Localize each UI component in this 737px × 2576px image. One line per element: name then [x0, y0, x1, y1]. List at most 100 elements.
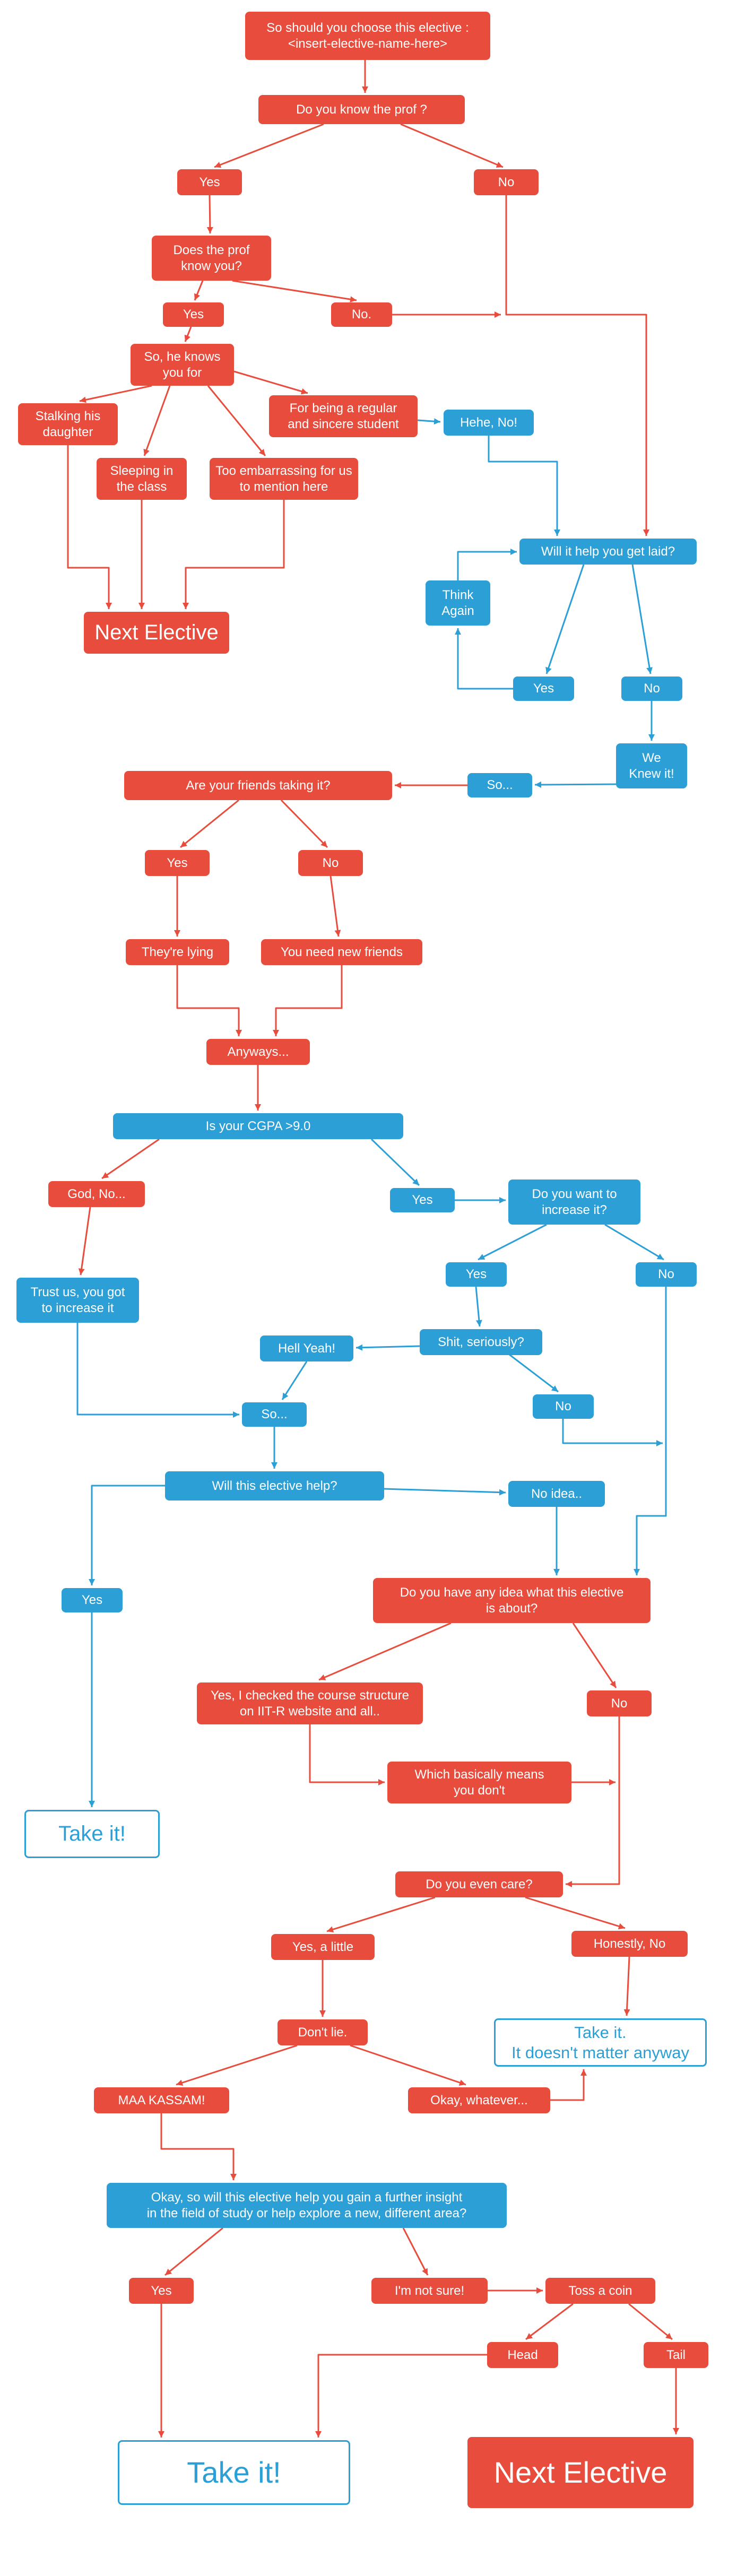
node-yes-knows: Yes — [163, 302, 224, 327]
edge-get-laid-to-no-laid — [631, 564, 653, 674]
node-yes-laid: Yes — [513, 676, 574, 701]
edge-yes-knows-to-knows-you-for — [184, 326, 192, 342]
node-yes-help: Yes — [62, 1588, 123, 1612]
edge-checked-to-basically — [309, 1724, 385, 1785]
edge-maa-kassam-to-insight — [160, 2113, 237, 2180]
node-trust-us: Trust us, you got to increase it — [16, 1278, 139, 1323]
node-basically: Which basically means you don't — [387, 1762, 571, 1803]
node-no-increase: No — [636, 1262, 697, 1287]
node-regular: For being a regular and sincere student — [269, 395, 418, 437]
node-sleeping: Sleeping in the class — [97, 458, 187, 500]
edge-hell-yeah-to-so-2 — [281, 1361, 308, 1400]
node-honestly-no: Honestly, No — [571, 1931, 688, 1957]
node-embarrassing: Too embarrassing for us to mention here — [210, 458, 358, 500]
edge-prof-know-you-to-no-knows — [232, 280, 357, 303]
edge-okay-whatever-to-take-it-2 — [550, 2069, 587, 2101]
edge-know-prof-to-yes-prof — [214, 123, 324, 168]
node-knows-you-for: So, he knows you for — [131, 344, 234, 386]
node-increase-it: Do you want to increase it? — [508, 1179, 640, 1225]
node-hehe-no: Hehe, No! — [444, 410, 534, 436]
edge-yes-laid-to-think-again — [455, 628, 513, 690]
node-yes-prof: Yes — [177, 169, 242, 195]
edge-any-idea-to-checked — [318, 1622, 452, 1681]
node-no-idea-red: No — [587, 1690, 652, 1716]
edge-think-again-to-get-laid — [457, 549, 517, 580]
node-take-it-2: Take it. It doesn't matter anyway — [494, 2018, 707, 2067]
node-no-friends: No — [298, 850, 363, 876]
node-new-friends: You need new friends — [261, 939, 422, 965]
edge-new-friends-to-anyways — [273, 965, 343, 1036]
node-elective-help: Will this elective help? — [165, 1471, 384, 1501]
edge-increase-it-to-yes-increase — [478, 1224, 547, 1261]
edge-knows-you-for-to-embarrassing — [207, 385, 266, 456]
node-no-seriously: No — [533, 1394, 594, 1419]
node-cgpa: Is your CGPA >9.0 — [113, 1113, 403, 1139]
edge-embarrassing-to-next-elective-1 — [183, 500, 285, 609]
edge-knows-you-for-to-stalking — [79, 385, 152, 403]
node-get-laid: Will it help you get laid? — [519, 539, 697, 565]
edge-toss-coin-to-head — [525, 2303, 574, 2340]
node-checked: Yes, I checked the course structure on I… — [197, 1682, 423, 1724]
node-hell-yeah: Hell Yeah! — [260, 1335, 353, 1361]
edge-dont-lie-to-maa-kassam — [176, 2044, 298, 2086]
node-think-again: Think Again — [426, 580, 490, 626]
edge-friends-taking-to-yes-friends — [180, 799, 239, 848]
node-prof-know-you: Does the prof know you? — [152, 236, 271, 281]
edge-cgpa-to-yes-cgpa — [370, 1138, 420, 1186]
node-yes-little: Yes, a little — [271, 1934, 375, 1960]
node-tail: Tail — [644, 2342, 708, 2368]
node-maa-kassam: MAA KASSAM! — [94, 2087, 229, 2113]
edge-insight-to-yes-insight — [164, 2227, 223, 2276]
node-so-1: So... — [467, 773, 532, 797]
node-no-knows: No. — [331, 302, 392, 327]
node-no-prof: No — [474, 169, 539, 195]
node-lying: They're lying — [126, 939, 229, 965]
edge-hehe-no-to-get-laid — [488, 436, 560, 536]
edge-no-idea-red-to-even-care — [566, 1716, 620, 1887]
node-yes-insight: Yes — [129, 2278, 194, 2304]
node-okay-whatever: Okay, whatever... — [408, 2087, 550, 2113]
edge-get-laid-to-yes-laid — [545, 564, 585, 674]
edge-friends-taking-to-no-friends — [280, 799, 328, 848]
edge-stalking-to-next-elective-1 — [67, 445, 112, 609]
edge-god-no-to-trust-us — [78, 1207, 91, 1276]
node-so-2: So... — [242, 1402, 307, 1427]
edge-increase-it-to-no-increase — [604, 1224, 664, 1261]
edge-dont-lie-to-okay-whatever — [350, 2044, 466, 2086]
node-know-prof: Do you know the prof ? — [258, 95, 465, 124]
edge-lying-to-anyways — [176, 965, 242, 1036]
node-no-laid: No — [621, 676, 682, 701]
node-friends-taking: Are your friends taking it? — [124, 771, 392, 800]
edge-honestly-no-to-take-it-2 — [623, 1956, 630, 2016]
edge-any-idea-to-no-idea-red — [572, 1623, 617, 1688]
edge-shit-seriously-to-no-seriously — [509, 1354, 559, 1393]
edge-insight-to-not-sure — [402, 2227, 429, 2276]
edge-head-to-take-it-3 — [315, 2354, 487, 2438]
node-start: So should you choose this elective : <in… — [245, 12, 490, 60]
edge-we-knew-it-to-so-1 — [534, 781, 617, 788]
edge-regular-to-hehe-no — [417, 418, 441, 425]
node-any-idea: Do you have any idea what this elective … — [373, 1578, 651, 1623]
node-take-it-3: Take it! — [118, 2440, 350, 2505]
node-head: Head — [487, 2342, 558, 2368]
node-next-elective-1: Next Elective — [84, 612, 229, 654]
edge-knows-you-for-to-regular — [233, 370, 308, 395]
edge-no-seriously-to-no-increase-line — [562, 1419, 663, 1446]
edge-yes-increase-to-shit-seriously — [475, 1286, 482, 1327]
node-dont-lie: Don't lie. — [278, 2019, 368, 2045]
edge-prof-know-you-to-yes-knows — [194, 280, 204, 301]
node-insight: Okay, so will this elective help you gai… — [107, 2183, 507, 2228]
node-no-idea: No idea.. — [508, 1481, 605, 1507]
edge-even-care-to-honestly-no — [525, 1896, 626, 1930]
edge-elective-help-to-yes-help — [89, 1485, 165, 1585]
edge-no-friends-to-new-friends — [330, 875, 341, 937]
node-god-no: God, No... — [48, 1181, 145, 1207]
edge-shit-seriously-to-hell-yeah — [356, 1344, 420, 1351]
node-stalking: Stalking his daughter — [18, 403, 118, 445]
node-not-sure: I'm not sure! — [371, 2278, 488, 2304]
edge-knows-you-for-to-sleeping — [143, 385, 171, 456]
node-shit-seriously: Shit, seriously? — [420, 1329, 542, 1355]
node-toss-coin: Toss a coin — [545, 2278, 655, 2304]
